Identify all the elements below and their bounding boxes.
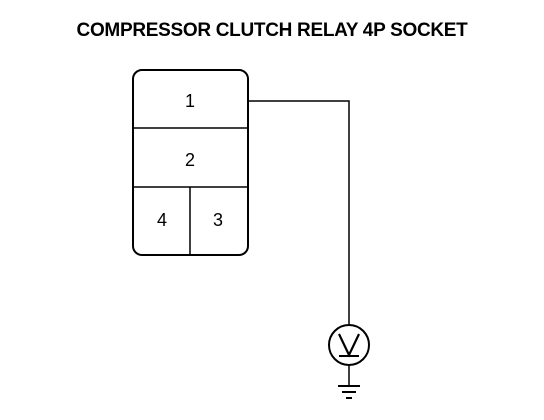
terminal-1: 1	[185, 91, 195, 111]
terminal-2: 2	[185, 150, 195, 170]
terminal-3: 3	[213, 210, 223, 230]
terminal-4: 4	[157, 210, 167, 230]
relay-socket: 1 2 4 3	[132, 69, 249, 256]
test-lead-wire	[248, 100, 350, 325]
ground-icon	[338, 385, 360, 399]
diagram-title: COMPRESSOR CLUTCH RELAY 4P SOCKET	[76, 20, 468, 41]
voltmeter-icon	[328, 324, 370, 366]
